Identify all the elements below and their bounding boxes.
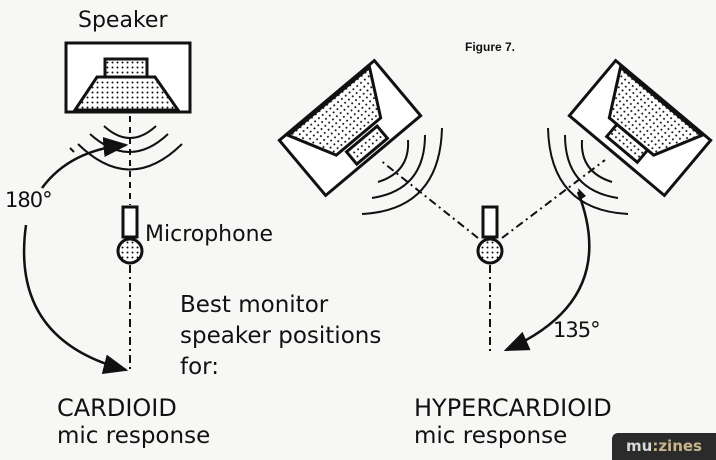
hypercardioid-subtitle: mic response [414, 423, 568, 449]
center-caption: Best monitor speaker positions for: [180, 290, 381, 383]
logo-part-1: mu [626, 437, 653, 455]
right-angle-label: 135° [553, 318, 601, 342]
left-angle-label: 180° [5, 188, 53, 212]
hyper-left-speaker [277, 58, 423, 198]
right-microphone-icon [476, 205, 504, 265]
right-axis-right [501, 159, 606, 239]
caption-line: for: [180, 354, 219, 380]
cardioid-caption: CARDIOID mic response [57, 394, 210, 450]
right-axis-left [379, 159, 479, 239]
left-angle-arrow-top [40, 137, 129, 189]
logo-part-2: :zines [652, 437, 702, 455]
left-sound-waves [69, 125, 183, 171]
right-angle-arrow-tip [578, 188, 586, 200]
hypercardioid-caption: HYPERCARDIOID mic response [414, 394, 612, 450]
figure-label: Figure 7. [465, 40, 516, 54]
cardioid-title: CARDIOID [57, 394, 177, 422]
speaker-label: Speaker [78, 8, 168, 33]
right-angle-arrow [503, 191, 591, 352]
left-speaker [64, 41, 192, 114]
hypercardioid-title: HYPERCARDIOID [414, 394, 612, 422]
caption-line: Best monitor [180, 292, 329, 318]
hyper-right-speaker [567, 58, 713, 198]
left-microphone-icon [116, 205, 144, 265]
hyper-left-waves [361, 127, 443, 215]
caption-line: speaker positions [180, 323, 382, 349]
cardioid-subtitle: mic response [57, 423, 211, 449]
hyper-right-waves [547, 127, 629, 215]
muzines-logo[interactable]: mu:zines [612, 433, 716, 460]
microphone-label: Microphone [145, 222, 274, 247]
left-angle-arrow-bottom [22, 224, 129, 375]
